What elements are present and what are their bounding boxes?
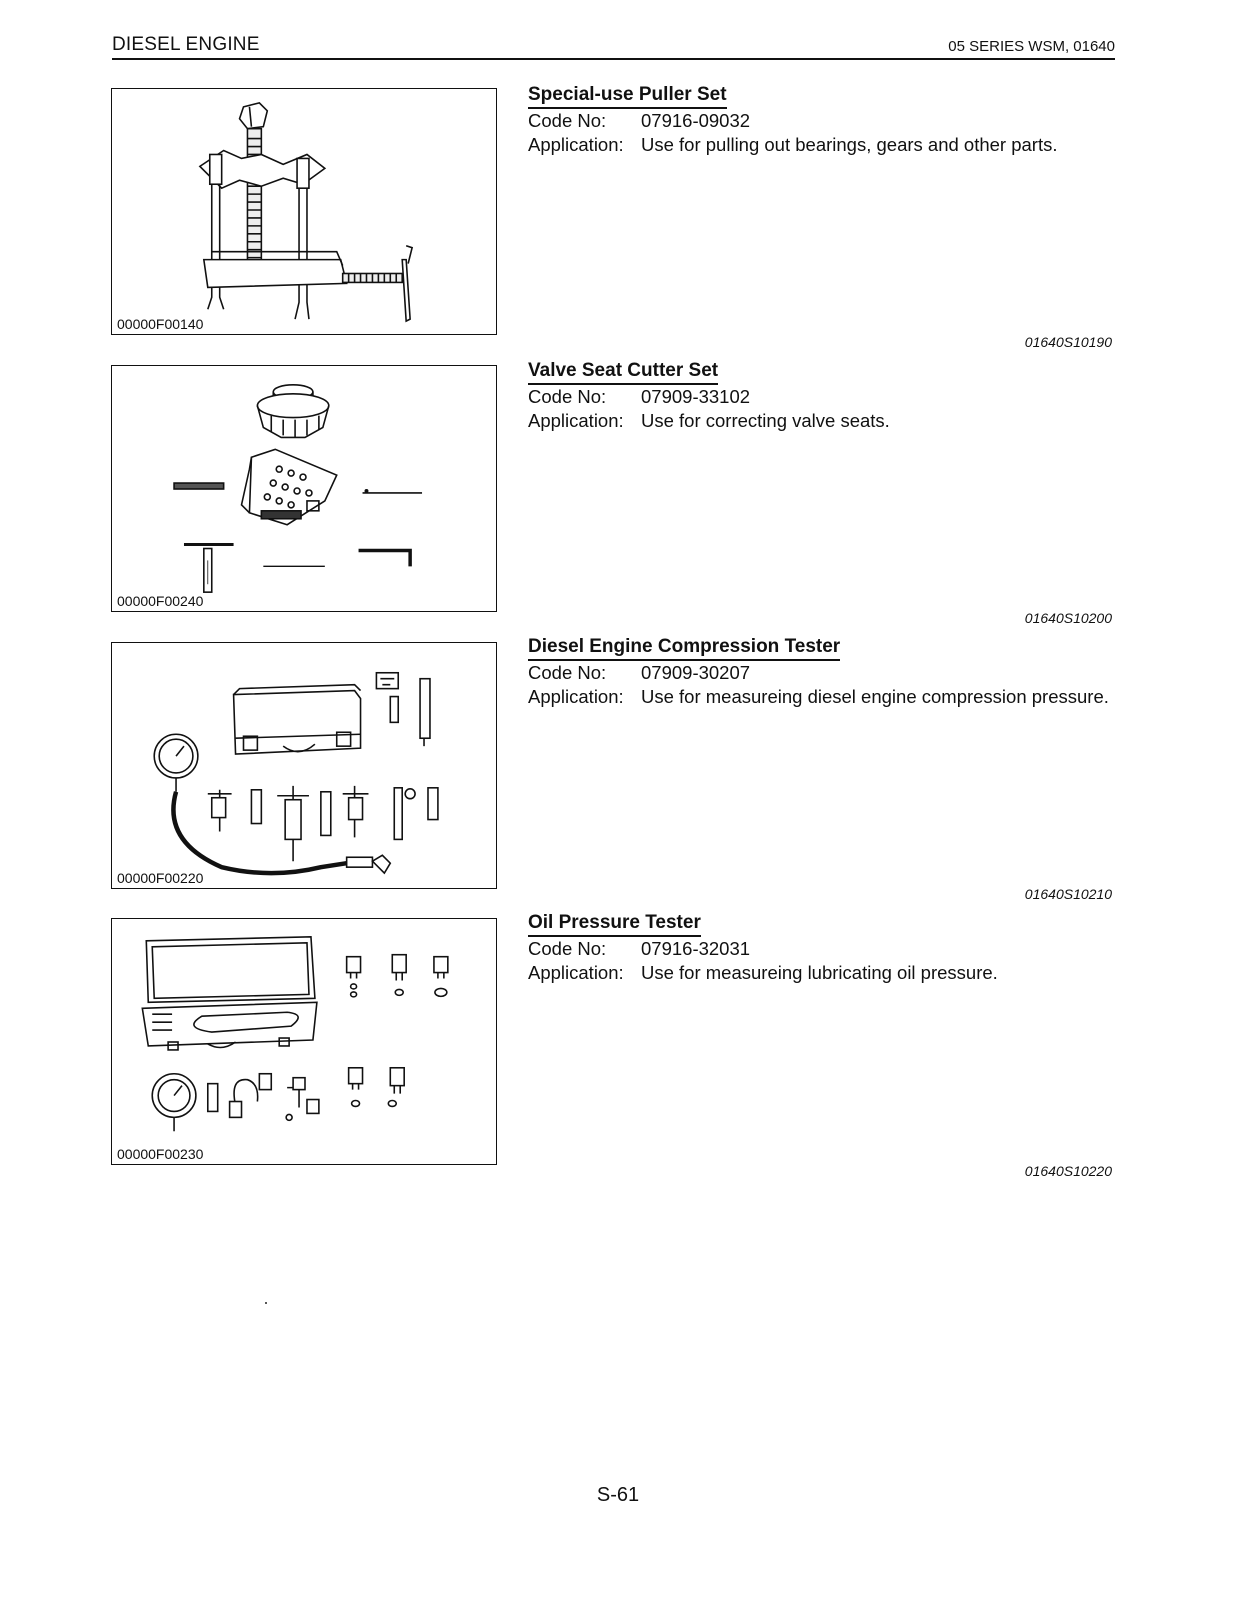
page-header: DIESEL ENGINE 05 SERIES WSM, 01640 bbox=[112, 34, 1115, 60]
application-value: Use for measureing lubricating oil press… bbox=[641, 962, 998, 983]
oil-pressure-tester-illustration bbox=[141, 936, 449, 1132]
application-label: Application: bbox=[528, 686, 624, 707]
compression-tester-illustration bbox=[153, 671, 439, 876]
code-label: Code No: bbox=[528, 938, 607, 959]
application-value: Use for measureing diesel engine compres… bbox=[641, 686, 1109, 707]
tool-title: Diesel Engine Compression Tester bbox=[528, 636, 841, 661]
application-label: Application: bbox=[528, 962, 624, 983]
section-ref: 01640S10190 bbox=[1024, 334, 1112, 350]
tool-entry-oil-pressure-tester: Oil Pressure Tester Code No: 07916-32031… bbox=[528, 912, 1114, 985]
puller-set-illustration bbox=[198, 102, 414, 323]
application-value: Use for correcting valve seats. bbox=[641, 410, 890, 431]
application-row: Application: Use for measureing diesel e… bbox=[528, 685, 1114, 709]
application-value: Use for pulling out bearings, gears and … bbox=[641, 134, 1058, 155]
code-value: 07916-09032 bbox=[641, 110, 751, 131]
code-value: 07909-30207 bbox=[641, 662, 751, 683]
valve-seat-cutter-illustration bbox=[173, 384, 423, 593]
application-row: Application: Use for pulling out bearing… bbox=[528, 133, 1114, 157]
stray-mark bbox=[265, 1302, 267, 1304]
code-value: 07909-33102 bbox=[641, 386, 751, 407]
tool-entry-compression-tester: Diesel Engine Compression Tester Code No… bbox=[528, 636, 1114, 709]
section-ref: 01640S10210 bbox=[1024, 886, 1112, 902]
code-row: Code No: 07916-09032 bbox=[528, 109, 1114, 133]
tool-title: Oil Pressure Tester bbox=[528, 912, 701, 937]
code-label: Code No: bbox=[528, 662, 607, 683]
page-number: S-61 bbox=[596, 1484, 640, 1506]
code-label: Code No: bbox=[528, 110, 607, 131]
code-label: Code No: bbox=[528, 386, 607, 407]
valve-seat-cutter-figure: 00000F00240 bbox=[111, 365, 497, 612]
compression-tester-figure: 00000F00220 bbox=[111, 642, 497, 889]
code-value: 07916-32031 bbox=[641, 938, 751, 959]
tool-title: Special-use Puller Set bbox=[528, 84, 727, 109]
code-row: Code No: 07909-30207 bbox=[528, 661, 1114, 685]
tool-title: Valve Seat Cutter Set bbox=[528, 360, 719, 385]
figure-id: 00000F00220 bbox=[117, 870, 206, 886]
application-label: Application: bbox=[528, 410, 624, 431]
puller-set-figure: 00000F00140 bbox=[111, 88, 497, 335]
figure-id: 00000F00140 bbox=[117, 316, 206, 332]
section-title: DIESEL ENGINE bbox=[112, 34, 260, 55]
code-row: Code No: 07916-32031 bbox=[528, 937, 1114, 961]
application-row: Application: Use for measureing lubricat… bbox=[528, 961, 1114, 985]
section-ref: 01640S10200 bbox=[1024, 610, 1112, 626]
section-ref: 01640S10220 bbox=[1024, 1163, 1112, 1179]
figure-id: 00000F00230 bbox=[117, 1146, 206, 1162]
oil-pressure-tester-figure: 00000F00230 bbox=[111, 918, 497, 1165]
tool-entry-puller-set: Special-use Puller Set Code No: 07916-09… bbox=[528, 84, 1114, 157]
figure-id: 00000F00240 bbox=[117, 593, 206, 609]
tool-entry-valve-seat-cutter: Valve Seat Cutter Set Code No: 07909-331… bbox=[528, 360, 1114, 433]
manual-reference: 05 SERIES WSM, 01640 bbox=[948, 38, 1115, 55]
application-row: Application: Use for correcting valve se… bbox=[528, 409, 1114, 433]
application-label: Application: bbox=[528, 134, 624, 155]
code-row: Code No: 07909-33102 bbox=[528, 385, 1114, 409]
